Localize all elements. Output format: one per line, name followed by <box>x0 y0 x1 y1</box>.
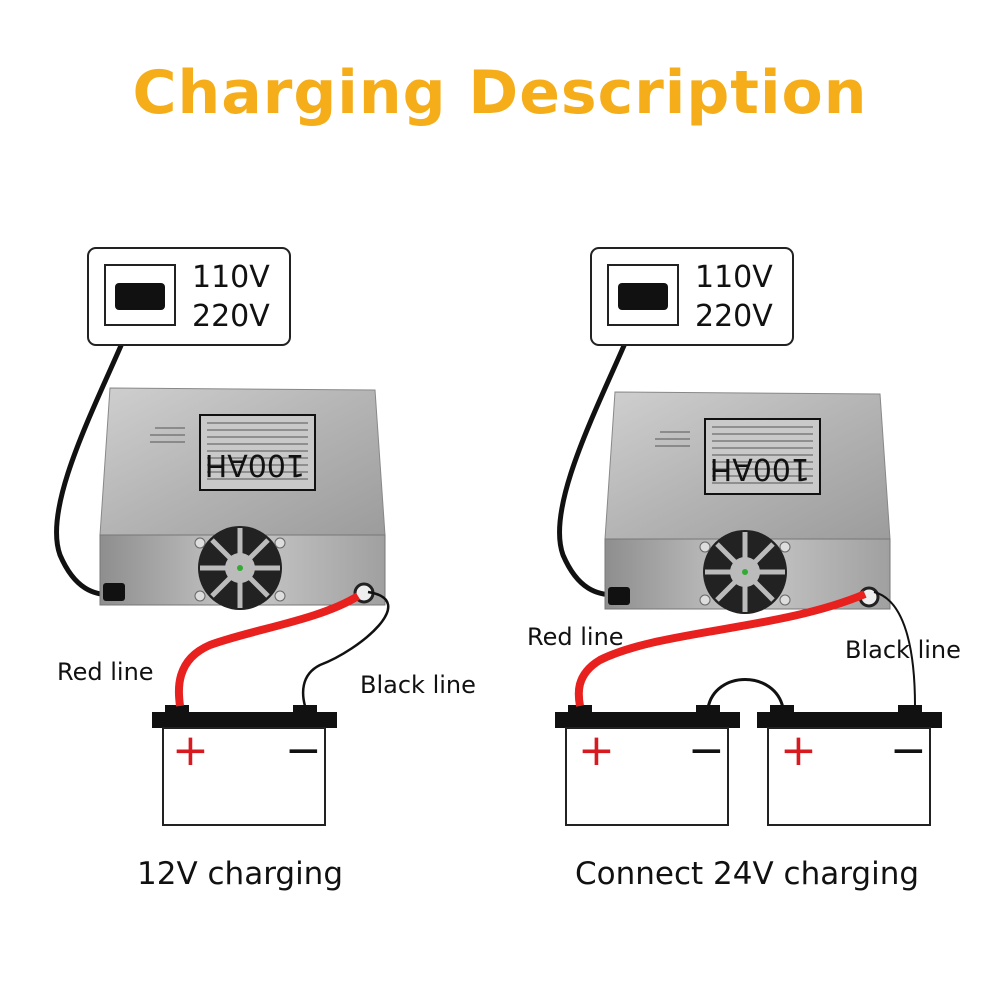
left-voltage-110: 110V <box>192 260 270 295</box>
right-red-line-label: Red line <box>527 623 624 651</box>
right-red-line <box>574 590 867 707</box>
right-jumper-line <box>706 678 785 709</box>
left-battery-minus: − <box>285 725 322 776</box>
right-charger-badge: 100AH <box>710 451 810 486</box>
page-title: Charging Description <box>132 58 868 128</box>
right-power-cord <box>556 299 646 598</box>
left-red-line-label: Red line <box>57 658 154 686</box>
right-caption: Connect 24V charging <box>575 856 920 892</box>
left-charger <box>100 388 385 610</box>
left-black-line <box>301 590 390 707</box>
left-power-cord <box>53 299 143 598</box>
right-battery-1-plus: + <box>578 725 615 776</box>
left-charger-badge: 100AH <box>205 447 305 482</box>
right-battery-1-minus: − <box>688 725 725 776</box>
right-charger <box>605 392 890 614</box>
left-caption: 12V charging <box>137 856 344 892</box>
left-red-line <box>174 592 361 707</box>
left-voltage-220: 220V <box>192 299 270 334</box>
right-voltage-220: 220V <box>695 299 773 334</box>
left-black-line-label: Black line <box>360 671 476 699</box>
right-battery-2-plus: + <box>780 725 817 776</box>
right-black-line <box>873 591 916 707</box>
right-battery-2-minus: − <box>890 725 927 776</box>
right-black-line-label: Black line <box>845 636 961 664</box>
right-voltage-110: 110V <box>695 260 773 295</box>
left-battery-plus: + <box>172 725 209 776</box>
